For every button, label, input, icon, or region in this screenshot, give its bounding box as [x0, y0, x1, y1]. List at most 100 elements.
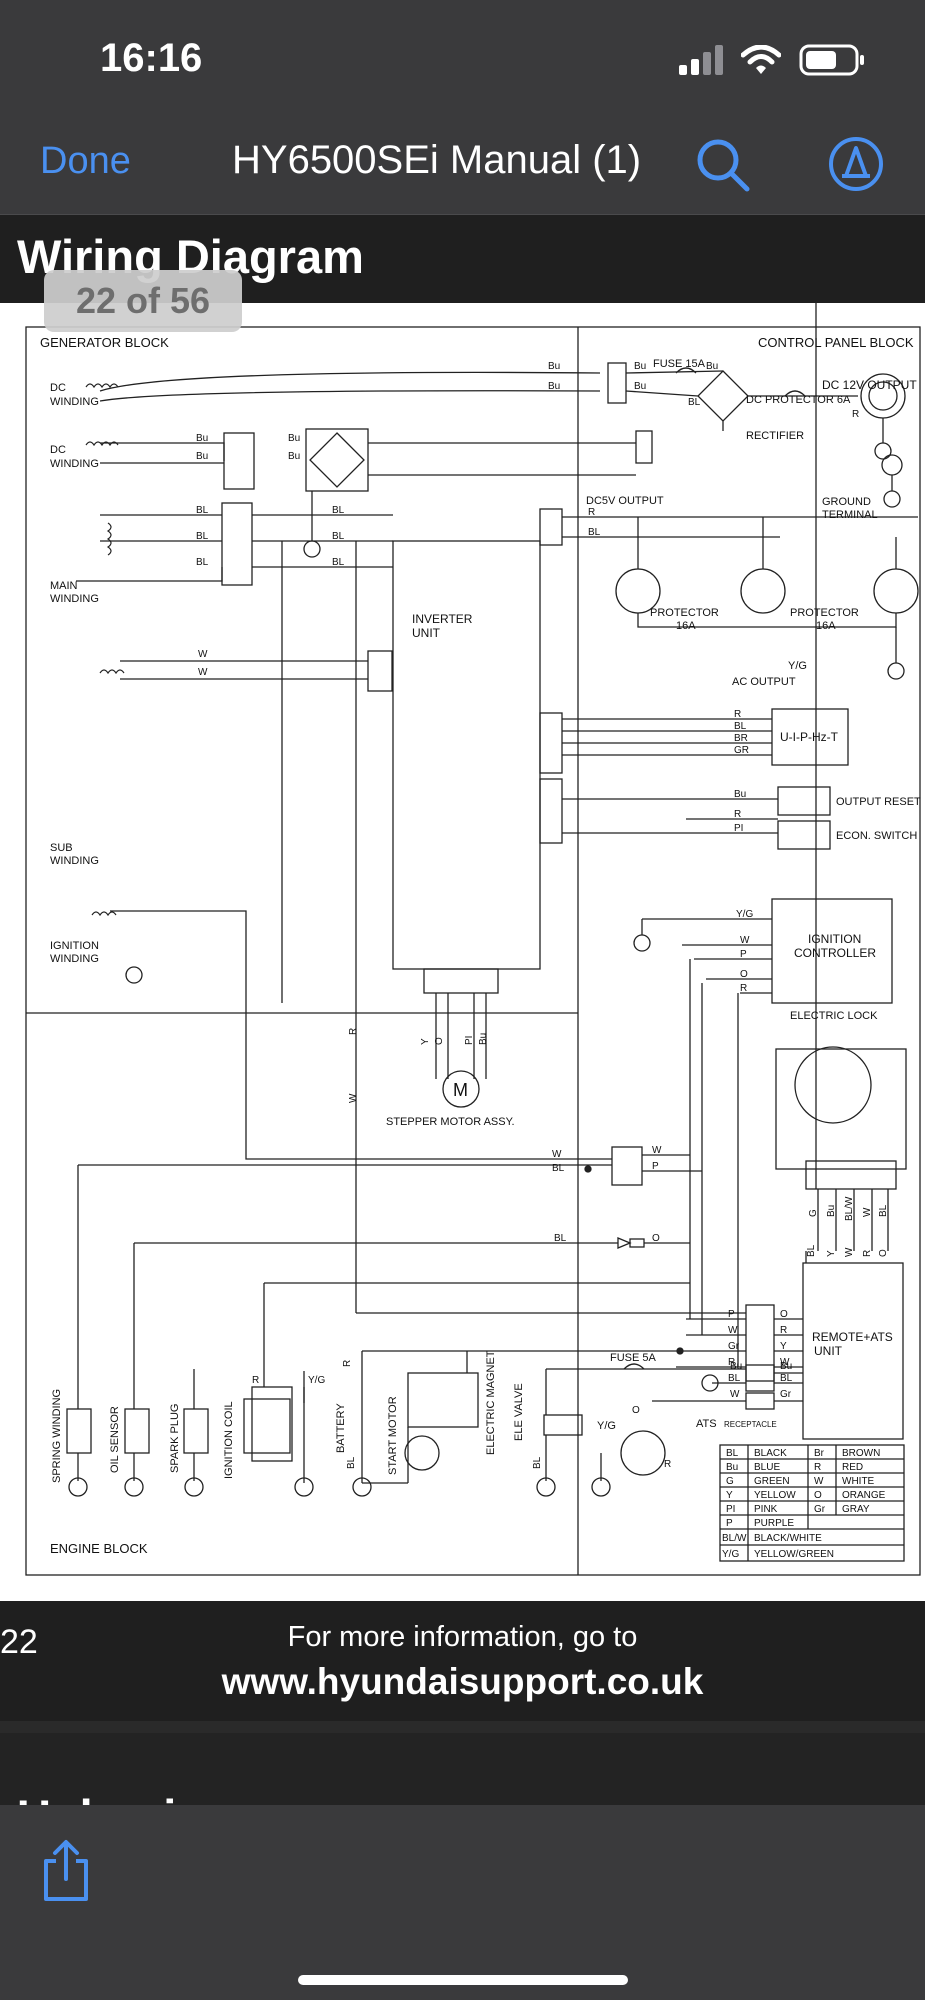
label-ignition-winding-b: WINDING — [50, 953, 99, 965]
label-ignition-coil: IGNITION COIL — [223, 1401, 235, 1479]
label-sub-winding-b: WINDING — [50, 855, 99, 867]
label-main-winding-a: MAIN — [50, 580, 78, 592]
label-yg-ats: Y/G — [597, 1420, 616, 1432]
legend-code-3: Y — [726, 1490, 733, 1501]
wire-label-o-ats: O — [632, 1405, 640, 1416]
wire-label-bl-mid: BL — [552, 1163, 565, 1174]
label-ignition-controller-b: CONTROLLER — [794, 946, 876, 960]
label-spring-winding: SPRING WINDING — [51, 1389, 63, 1483]
label-sub-winding-a: SUB — [50, 842, 73, 854]
wire-label-pi-econ: PI — [734, 823, 743, 834]
signal-icon — [679, 45, 723, 75]
wire-label-p-mid2: P — [652, 1161, 659, 1172]
label-dc12v-output: DC 12V OUTPUT — [822, 378, 917, 392]
legend-name2-0: BROWN — [842, 1448, 880, 1459]
legend-code2-2: W — [814, 1476, 824, 1487]
footer-url: www.hyundaisupport.co.uk — [221, 1661, 704, 1702]
wire-label-y-step: Y — [420, 1038, 431, 1045]
markup-icon[interactable] — [828, 136, 884, 192]
label-oil-sensor: OIL SENSOR — [109, 1406, 121, 1473]
wire-label-pi-step: PI — [464, 1036, 475, 1045]
wire-label-bu-reset: Bu — [734, 789, 746, 800]
wire-label-bl-m6: BL — [332, 557, 345, 568]
wire-label-o-step: O — [434, 1037, 445, 1045]
colour-legend: BL BLACK Br BROWN Bu BLUE R RED G GREEN … — [722, 1448, 886, 1560]
wire-label-gr-rem: Gr — [728, 1341, 740, 1352]
wire-label-bu-lock: Bu — [826, 1205, 837, 1217]
wire-label-bu-5: Bu — [706, 361, 718, 372]
wire-label-w-lock2: W — [844, 1247, 855, 1257]
wire-label-bl-rect: BL — [688, 397, 701, 408]
label-fuse-5a: FUSE 5A — [610, 1352, 657, 1364]
label-dc-winding-1b: WINDING — [50, 396, 99, 408]
wire-label-bu-1: Bu — [548, 361, 560, 372]
page-gap — [0, 1721, 925, 1733]
wire-label-bu-fuse: Bu — [730, 1361, 742, 1372]
wire-label-r-rem2: R — [780, 1325, 787, 1336]
label-ac-output: AC OUTPUT — [732, 676, 796, 688]
wire-label-bu-step: Bu — [478, 1033, 489, 1045]
wire-label-r-mid: R — [348, 1028, 359, 1035]
label-yg-ac: Y/G — [788, 660, 807, 672]
wire-label-bu-8: Bu — [288, 433, 300, 444]
search-icon[interactable] — [696, 138, 752, 194]
label-start-motor: START MOTOR — [387, 1396, 399, 1475]
wire-label-w-mid2: W — [652, 1145, 662, 1156]
wire-label-r-rem: R — [728, 1357, 735, 1368]
wire-label-r-dc12: R — [852, 409, 859, 420]
legend-code2-4: Gr — [814, 1504, 826, 1515]
wire-label-bl-o: BL — [554, 1233, 567, 1244]
wire-label-bl-lock2: BL — [806, 1244, 817, 1257]
label-protector-1b: 16A — [676, 620, 696, 632]
wire-label-y-lock2: Y — [826, 1250, 837, 1257]
wire-label-bl-u: BL — [734, 721, 747, 732]
wire-label-gr-u: GR — [734, 745, 749, 756]
legend-name-3: YELLOW — [754, 1490, 796, 1501]
label-dc-winding-2a: DC — [50, 444, 66, 456]
wifi-icon — [741, 45, 781, 74]
label-electric-lock: ELECTRIC LOCK — [790, 1010, 878, 1022]
done-button[interactable]: Done — [40, 140, 131, 182]
next-section-title: Unboxing — [17, 1789, 234, 1805]
home-indicator[interactable] — [298, 1975, 628, 1985]
label-ele-valve: ELE VALVE — [513, 1383, 525, 1441]
wire-label-w-mid: W — [552, 1149, 562, 1160]
wire-label-o-mid: O — [652, 1233, 660, 1244]
label-remote-ats-b: UNIT — [814, 1344, 843, 1358]
label-inverter-b: UNIT — [412, 626, 441, 640]
wire-label-bu-6: Bu — [196, 433, 208, 444]
wire-label-bu-fuse2: Bu — [780, 1361, 792, 1372]
wire-label-r-u: R — [734, 709, 741, 720]
wire-label-w-ats: W — [730, 1389, 740, 1400]
share-icon[interactable] — [42, 1839, 90, 1903]
legend-code-1: Bu — [726, 1462, 738, 1473]
document-view[interactable]: Wiring Diagram — [0, 215, 925, 1805]
wire-label-o-rem2: O — [780, 1309, 788, 1320]
wire-label-w-ign: W — [740, 935, 750, 946]
label-uiphzt: U-I-P-Hz-T — [780, 730, 839, 744]
label-ats-receptacle: RECEPTACLE — [724, 1420, 777, 1429]
wire-label-bu-9: Bu — [288, 451, 300, 462]
wire-label-r-inv: R — [588, 507, 595, 518]
label-protector-2a: PROTECTOR — [790, 607, 859, 619]
wire-label-bl-valve: BL — [532, 1456, 543, 1469]
wire-label-w-rem: W — [728, 1325, 738, 1336]
label-engine-block: ENGINE BLOCK — [50, 1541, 148, 1556]
label-electric-magnet: ELECTRIC MAGNET — [485, 1350, 497, 1455]
wire-label-bl-m4: BL — [332, 505, 345, 516]
label-fuse-15a: FUSE 15A — [653, 358, 706, 370]
footer-info-text: For more information, go to — [287, 1621, 638, 1653]
label-ignition-controller-a: IGNITION — [808, 932, 861, 946]
wire-label-bu-2: Bu — [548, 381, 560, 392]
label-motor-m: M — [453, 1080, 468, 1100]
wire-label-gr-ats: Gr — [780, 1389, 792, 1400]
page-number: 22 — [0, 1623, 38, 1661]
label-generator-block: GENERATOR BLOCK — [40, 335, 169, 350]
wire-label-p-rem: P — [728, 1309, 735, 1320]
wire-label-bl-lock: BL — [878, 1204, 889, 1217]
label-protector-2b: 16A — [816, 620, 836, 632]
wire-label-yg-coil: Y/G — [308, 1375, 325, 1386]
wire-label-bl-m2: BL — [196, 531, 209, 542]
next-page-header: Unboxing — [0, 1733, 925, 1805]
label-dc-protector: DC PROTECTOR 6A — [746, 394, 851, 406]
